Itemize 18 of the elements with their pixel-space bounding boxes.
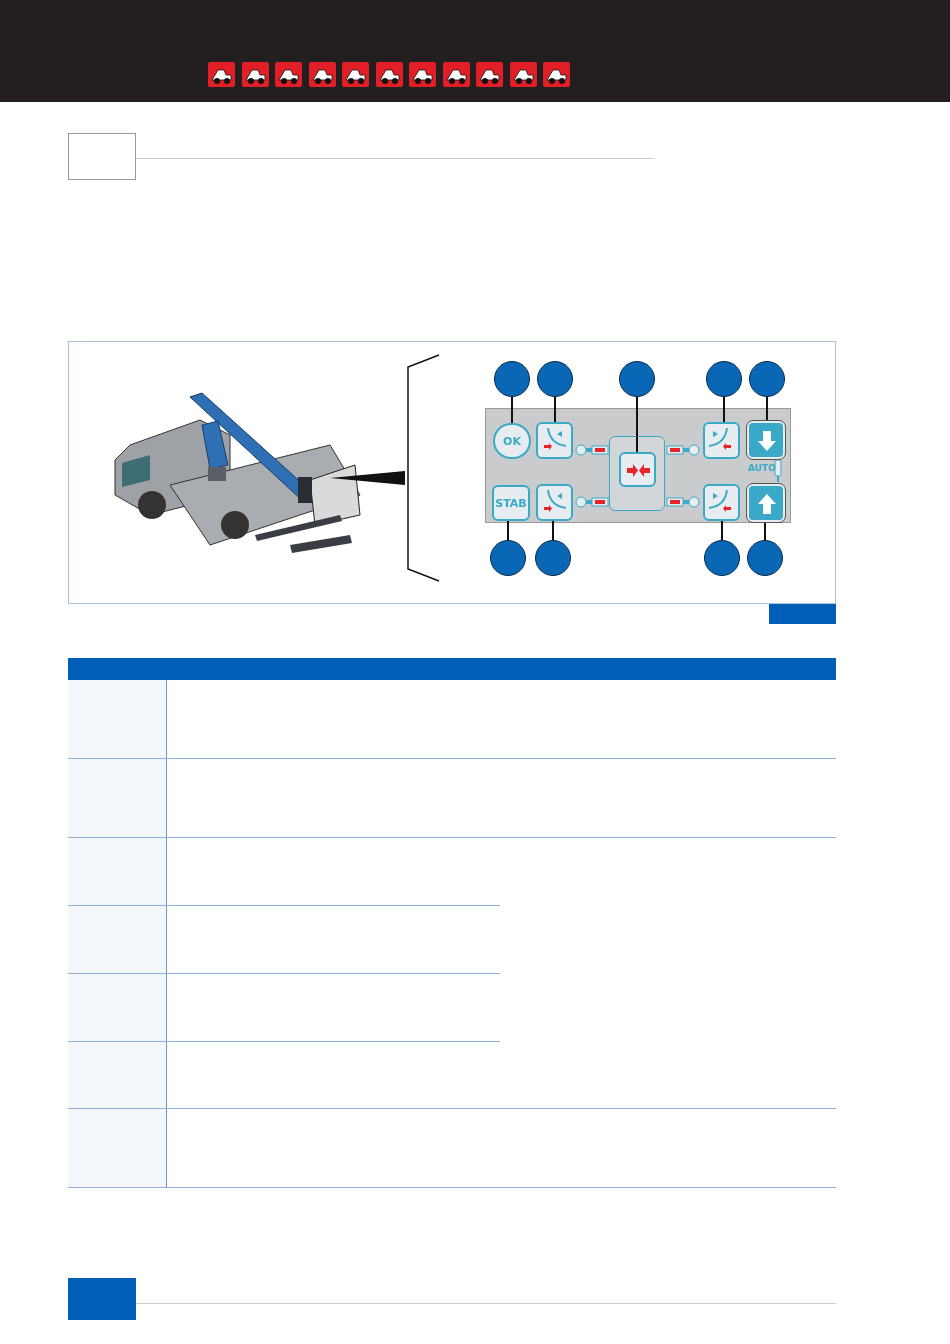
mode-label: AUTO	[748, 464, 776, 473]
leader-line	[511, 396, 513, 424]
leader-line	[721, 520, 723, 541]
leader-line	[636, 396, 638, 453]
leader-line	[552, 520, 554, 541]
leader-line	[554, 396, 556, 423]
leader-line	[507, 520, 509, 541]
panel-button	[703, 422, 740, 459]
panel-button	[619, 452, 656, 487]
leader-line	[766, 396, 768, 422]
leader-line	[723, 396, 725, 423]
panel-button	[747, 484, 785, 522]
leader-line	[764, 521, 766, 541]
stab-button: STAB	[492, 485, 530, 521]
panel-button	[536, 422, 573, 459]
panel-button	[536, 484, 573, 521]
panel-button	[703, 484, 740, 521]
panel-button	[747, 421, 785, 459]
